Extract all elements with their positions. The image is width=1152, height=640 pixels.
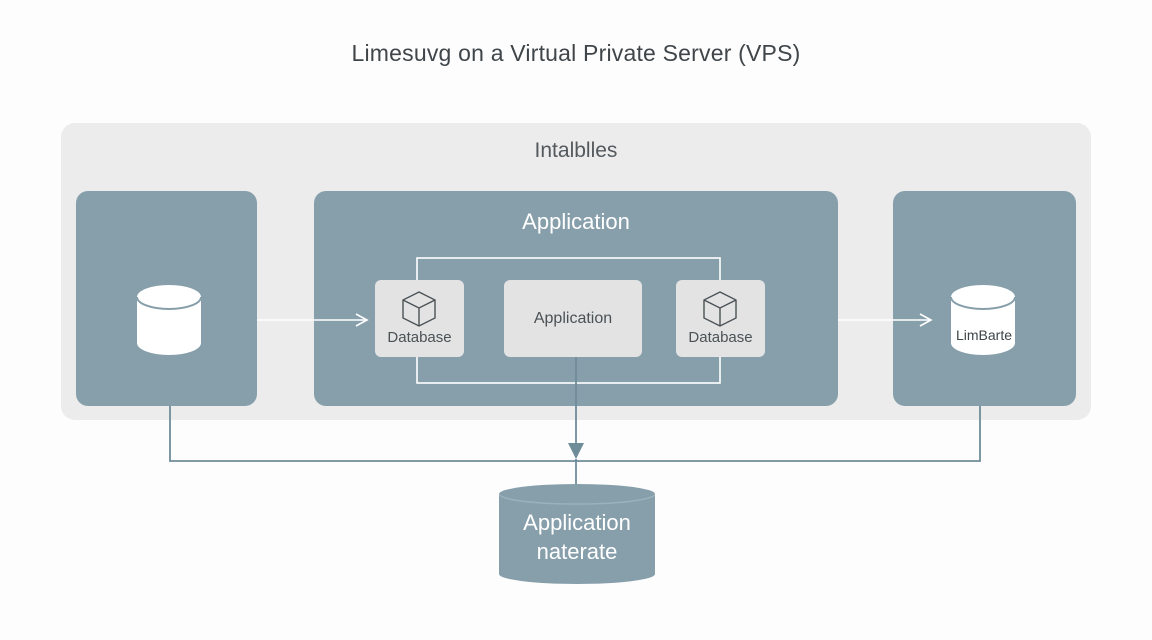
cube-icon — [703, 291, 737, 327]
cube-icon — [402, 291, 436, 327]
application-card-label: Application — [533, 310, 613, 327]
application-panel-label: Application — [522, 209, 630, 234]
bottom-node-label: Application naterate — [499, 508, 655, 566]
application-card: Application — [504, 280, 642, 357]
cylinder-icon — [136, 285, 202, 355]
right-box-label: LimBarte — [955, 327, 1013, 343]
arrow-head-down — [568, 443, 584, 459]
outer-panel-label: Intalblles — [534, 139, 618, 162]
database-card-right: Database — [676, 280, 765, 357]
database-label: Database — [387, 329, 452, 346]
diagram-title: Limesu­vg on a Virtual Private Server (V… — [351, 40, 801, 66]
database-label: Database — [688, 329, 753, 346]
database-card-left: Database — [375, 280, 464, 357]
bottom-cylinder-node — [499, 484, 655, 584]
cylinder-icon — [950, 285, 1016, 355]
connector-left-down — [169, 406, 981, 462]
bottom-node-line2: naterate — [536, 539, 618, 564]
bottom-node-line1: Application — [523, 510, 631, 535]
